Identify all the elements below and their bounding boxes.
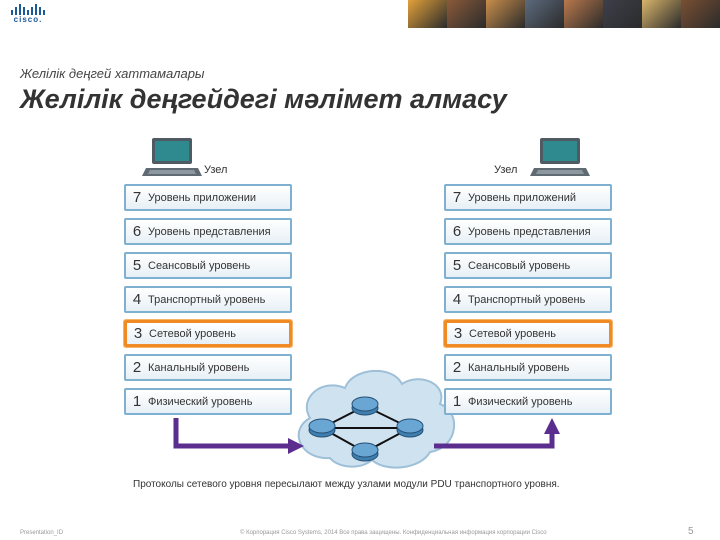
layer-label: Уровень представления: [468, 225, 591, 238]
header-photo: [447, 0, 486, 28]
network-cloud-icon: [297, 370, 456, 469]
layer-label: Физический уровень: [148, 395, 253, 408]
osi-layer-1: 1 Физический уровень: [444, 388, 612, 415]
layer-label: Физический уровень: [468, 395, 573, 408]
layer-number: 6: [132, 223, 142, 240]
header-photo: [603, 0, 642, 28]
left-host-label: Узел: [204, 164, 228, 176]
layer-label: Канальный уровень: [468, 361, 570, 374]
osi-layer-3: 3 Сетевой уровень: [124, 320, 292, 347]
layer-number: 4: [452, 291, 462, 308]
osi-layer-5: 5 Сеансовый уровень: [444, 252, 612, 279]
layer-number: 3: [453, 325, 463, 342]
osi-layer-7: 7 Уровень приложений: [444, 184, 612, 211]
page-number: 5: [688, 526, 694, 537]
computer-left-icon: [142, 138, 202, 176]
layer-number: 5: [452, 257, 462, 274]
cisco-logo: cisco.: [8, 3, 48, 27]
layer-number: 7: [452, 189, 462, 206]
header-photo-strip: [408, 0, 720, 28]
logo-text: cisco.: [13, 15, 43, 24]
osi-layer-4: 4 Транспортный уровень: [444, 286, 612, 313]
data-flow-arrow: [173, 418, 560, 454]
osi-layer-2: 2 Канальный уровень: [124, 354, 292, 381]
osi-layer-7: 7 Уровень приложении: [124, 184, 292, 211]
header-photo: [681, 0, 720, 28]
layer-label: Уровень приложении: [148, 191, 257, 204]
cisco-bars-icon: [11, 4, 45, 15]
header-photo: [408, 0, 447, 28]
header-photo: [642, 0, 681, 28]
osi-layer-6: 6 Уровень представления: [124, 218, 292, 245]
layer-label: Канальный уровень: [148, 361, 250, 374]
layer-label: Уровень приложений: [468, 191, 577, 204]
osi-layer-4: 4 Транспортный уровень: [124, 286, 292, 313]
layer-number: 6: [452, 223, 462, 240]
slide-title: Желілік деңгейдегі мәлімет алмасу: [20, 84, 507, 114]
osi-layer-3: 3 Сетевой уровень: [444, 320, 612, 347]
footer-copyright: © Корпорация Cisco Systems, 2014 Все пра…: [240, 530, 547, 536]
router-icon: [308, 418, 336, 438]
slide-header: cisco.: [0, 0, 720, 30]
layer-label: Сетевой уровень: [149, 327, 237, 340]
layer-number: 5: [132, 257, 142, 274]
layer-number: 2: [452, 359, 462, 376]
right-host-label: Узел: [494, 164, 518, 176]
layer-label: Сеансовый уровень: [148, 259, 251, 272]
layer-number: 1: [132, 393, 142, 410]
osi-layer-2: 2 Канальный уровень: [444, 354, 612, 381]
router-icon: [351, 396, 379, 416]
layer-label: Сеансовый уровень: [468, 259, 571, 272]
osi-layer-1: 1 Физический уровень: [124, 388, 292, 415]
layer-number: 2: [132, 359, 142, 376]
header-photo: [564, 0, 603, 28]
slide-subtitle: Желілік деңгей хаттамалары: [20, 66, 205, 81]
layer-number: 3: [133, 325, 143, 342]
osi-layer-6: 6 Уровень представления: [444, 218, 612, 245]
layer-number: 1: [452, 393, 462, 410]
layer-number: 7: [132, 189, 142, 206]
osi-layer-5: 5 Сеансовый уровень: [124, 252, 292, 279]
layer-label: Уровень представления: [148, 225, 271, 238]
diagram-caption: Протоколы сетевого уровня пересылают меж…: [133, 479, 560, 490]
footer-presentation-id: Presentation_ID: [20, 530, 64, 536]
router-icon: [351, 442, 379, 462]
computer-right-icon: [530, 138, 590, 176]
header-photo: [525, 0, 564, 28]
header-photo: [486, 0, 525, 28]
layer-label: Транспортный уровень: [148, 293, 266, 306]
layer-label: Сетевой уровень: [469, 327, 557, 340]
layer-label: Транспортный уровень: [468, 293, 586, 306]
router-icon: [396, 418, 424, 438]
layer-number: 4: [132, 291, 142, 308]
